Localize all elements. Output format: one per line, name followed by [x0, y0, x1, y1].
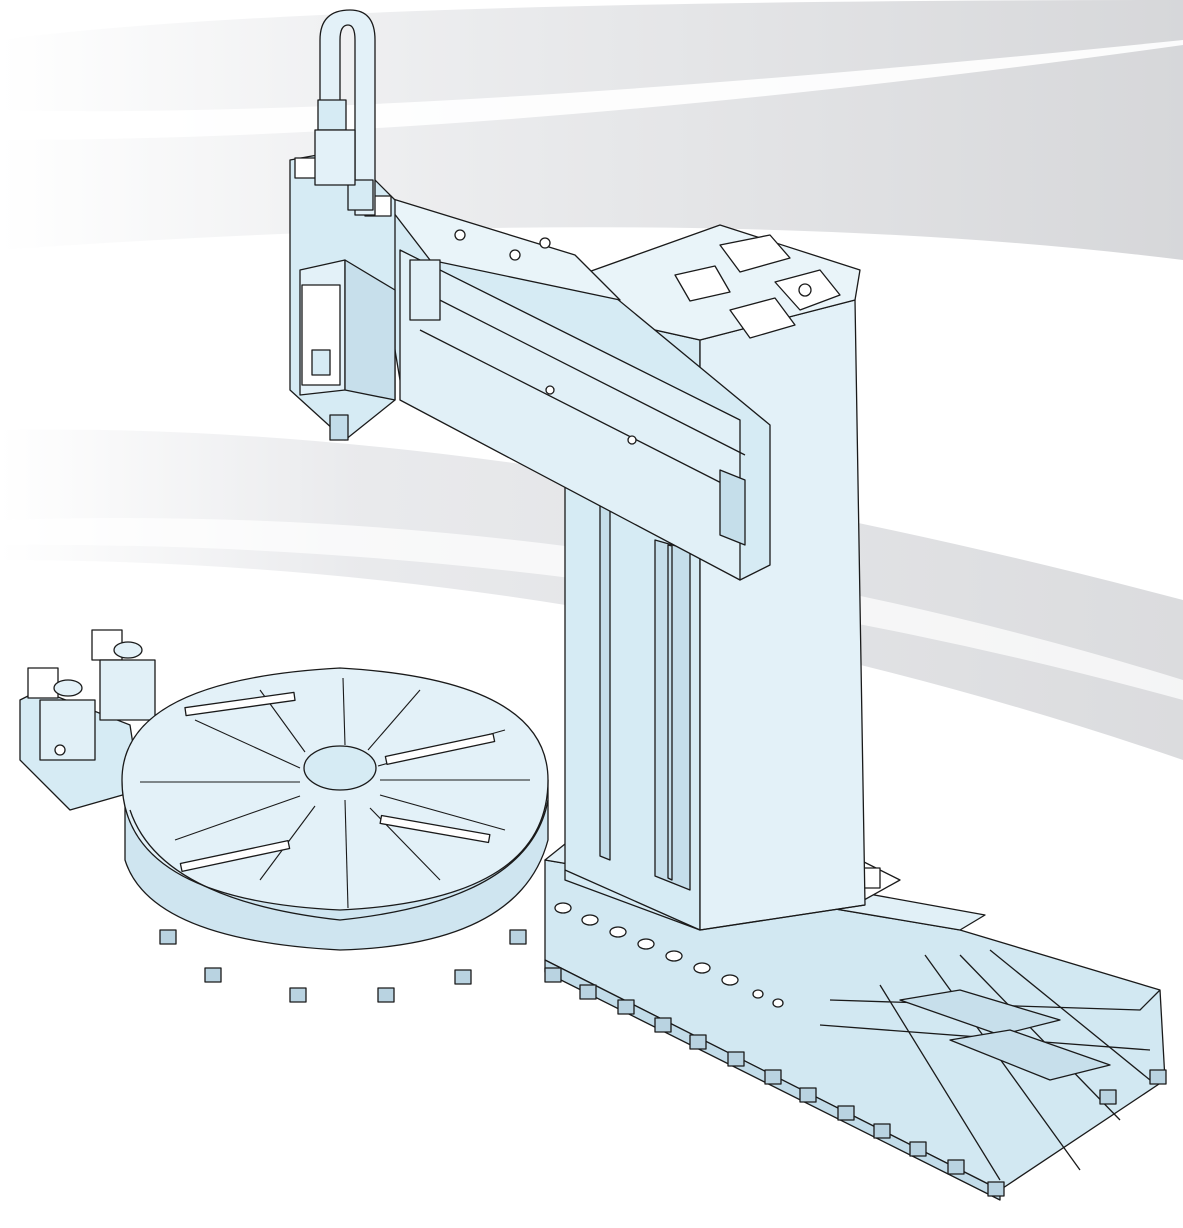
rotary-table [121, 667, 549, 951]
table-drive-motor [19, 629, 156, 811]
cable-carrier [314, 9, 376, 216]
crossrail [369, 194, 771, 581]
leveling-feet [544, 967, 1167, 1197]
leveling-feet [159, 929, 527, 1003]
